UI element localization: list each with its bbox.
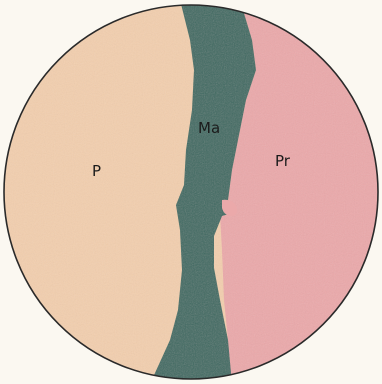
label-right-region: Pr bbox=[275, 152, 291, 170]
label-left-region: P bbox=[92, 162, 101, 180]
label-center-band: Ma bbox=[198, 119, 220, 137]
